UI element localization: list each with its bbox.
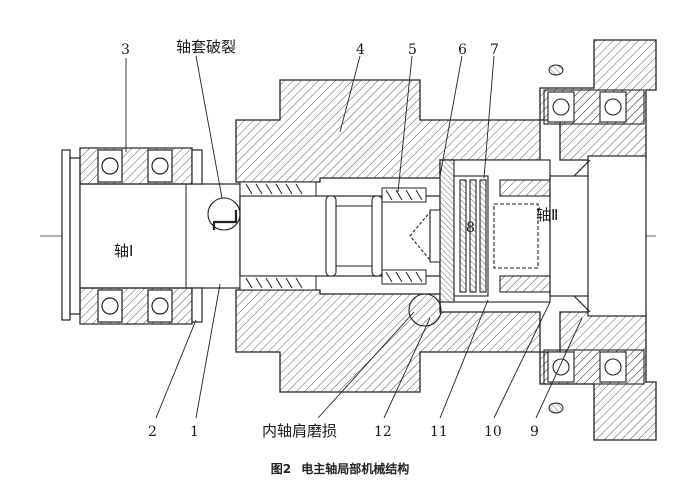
label-9: 9 (530, 424, 539, 440)
label-3: 3 (121, 42, 130, 58)
shaft-2-flange (587, 155, 647, 317)
label-4: 4 (356, 42, 365, 58)
taper-seat (573, 159, 591, 313)
figure-title: 电主轴局部机械结构 (301, 462, 410, 476)
label-shaft-1: 轴Ⅰ (114, 242, 133, 260)
label-5: 5 (408, 42, 417, 58)
crack-zone-marker (207, 197, 241, 231)
spring-right (381, 187, 427, 285)
spacer-rings (325, 195, 383, 277)
wear-zone-marker (408, 293, 442, 327)
label-6: 6 (458, 42, 467, 58)
sleeve-step (212, 210, 238, 230)
seal-ring-lower (548, 402, 564, 414)
coupling-assembly (409, 159, 551, 303)
spring-left (239, 181, 317, 291)
figure-caption: 图2 电主轴局部机械结构 (0, 460, 680, 477)
label-11: 11 (430, 424, 448, 440)
label-2: 2 (148, 424, 157, 440)
left-bearing-upper (79, 147, 203, 185)
label-8: 8 (466, 220, 475, 236)
label-10: 10 (484, 424, 502, 440)
right-bearing-upper (543, 89, 645, 125)
right-bearing-lower (543, 349, 645, 385)
label-shoulder-wear: 内轴肩磨损 (262, 422, 337, 440)
label-7: 7 (490, 42, 499, 58)
figure-number: 图2 (270, 462, 292, 476)
left-bearing-lower (79, 287, 203, 325)
label-12: 12 (374, 424, 392, 440)
leader-lines (125, 55, 583, 419)
label-shaft-2: 轴Ⅱ (536, 206, 558, 224)
label-1: 1 (190, 424, 199, 440)
inner-shaft (239, 195, 441, 277)
label-sleeve-crack: 轴套破裂 (176, 38, 236, 56)
seal-ring-upper (548, 64, 564, 76)
left-end-cap (61, 149, 81, 321)
